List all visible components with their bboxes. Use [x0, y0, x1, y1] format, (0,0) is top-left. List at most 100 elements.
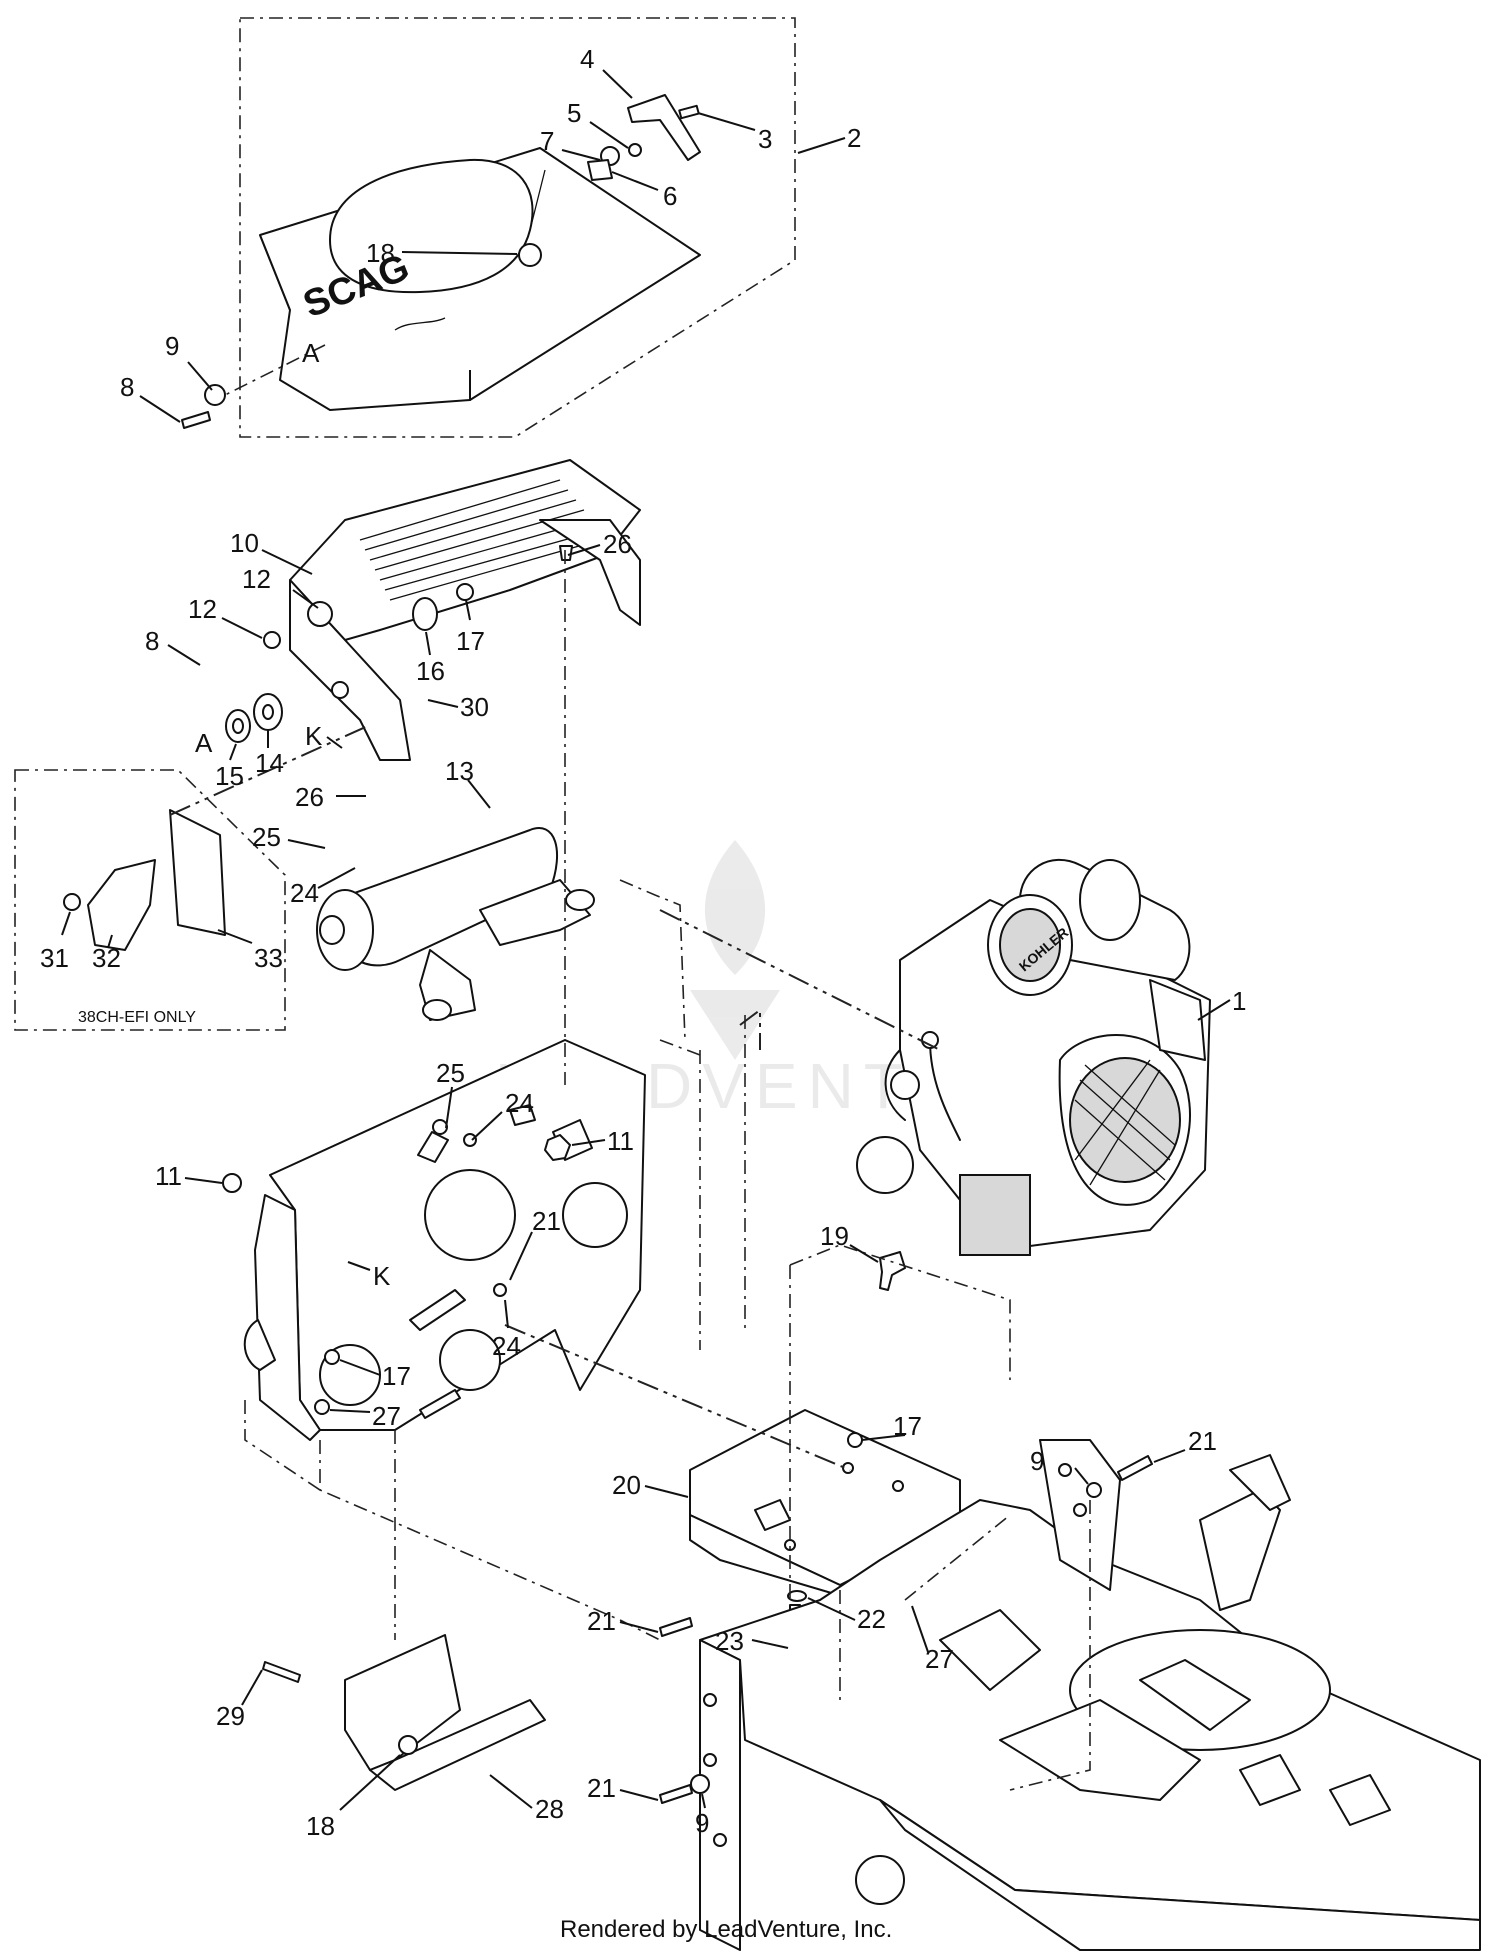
- engine-top-shroud: SCAG: [259, 147, 701, 411]
- svg-text:10: 10: [230, 528, 259, 558]
- callout-8-mid: 8: [145, 626, 201, 666]
- svg-text:K: K: [373, 1261, 391, 1291]
- svg-text:26: 26: [295, 782, 324, 812]
- callout-23: 23: [715, 1626, 789, 1656]
- callout-A-top: A: [302, 338, 320, 368]
- svg-text:9: 9: [1030, 1446, 1044, 1476]
- callout-17-top: 17: [456, 599, 485, 656]
- callout-20: 20: [612, 1470, 689, 1500]
- svg-text:8: 8: [120, 372, 134, 402]
- bolt-21-upper: [1117, 1455, 1153, 1481]
- grommet-parts: [225, 545, 573, 743]
- svg-text:17: 17: [893, 1411, 922, 1441]
- callout-3: 3: [697, 112, 772, 154]
- callout-29: 29: [216, 1669, 263, 1731]
- muffler: [316, 827, 595, 1021]
- efi-brackets: [63, 809, 226, 951]
- callout-9-top: 9: [165, 331, 213, 391]
- svg-text:2: 2: [847, 123, 861, 153]
- svg-text:30: 30: [460, 692, 489, 722]
- svg-text:4: 4: [580, 44, 594, 74]
- callout-11-left: 11: [155, 1161, 223, 1191]
- svg-text:24: 24: [290, 878, 319, 908]
- svg-text:9: 9: [695, 1808, 709, 1838]
- svg-text:23: 23: [715, 1626, 744, 1656]
- washer-9-lower: [690, 1774, 710, 1794]
- svg-text:17: 17: [382, 1361, 411, 1391]
- footer-credit: Rendered by LeadVenture, Inc.: [560, 1916, 892, 1943]
- callout-18-bottom: 18: [306, 1754, 401, 1841]
- callouts: 1 2 3 4 5 6 7 18 9 8 A 10 26 12 12 17 8 …: [40, 44, 1246, 1841]
- svg-text:19: 19: [820, 1221, 849, 1251]
- callout-24-lower: 24: [492, 1299, 521, 1361]
- callout-10: 10: [230, 528, 313, 575]
- callout-21-middle: 21: [587, 1606, 659, 1636]
- engine-mount-plate: [243, 1039, 646, 1441]
- svg-text:A: A: [195, 728, 213, 758]
- nut-11-left: [222, 1173, 242, 1193]
- callout-15: 15: [215, 743, 244, 791]
- svg-text:12: 12: [242, 564, 271, 594]
- callout-13: 13: [445, 756, 491, 809]
- svg-text:14: 14: [255, 748, 284, 778]
- svg-text:20: 20: [612, 1470, 641, 1500]
- svg-text:21: 21: [587, 1773, 616, 1803]
- callout-17-mid: 17: [339, 1359, 411, 1391]
- callout-26-top: 26: [567, 529, 632, 559]
- svg-text:13: 13: [445, 756, 474, 786]
- callout-28: 28: [489, 1774, 564, 1824]
- callout-K-mid: K: [305, 721, 343, 751]
- callout-22: 22: [807, 1597, 886, 1634]
- svg-text:26: 26: [603, 529, 632, 559]
- svg-text:17: 17: [456, 626, 485, 656]
- callout-9-right: 9: [1030, 1446, 1089, 1485]
- watermark-logo: [690, 840, 780, 1060]
- callout-1: 1: [1197, 986, 1246, 1021]
- svg-text:15: 15: [215, 761, 244, 791]
- callout-9-lower: 9: [695, 1793, 709, 1838]
- callout-33: 33: [217, 929, 283, 973]
- svg-text:21: 21: [1188, 1426, 1217, 1456]
- callout-K-lower: K: [347, 1261, 391, 1291]
- svg-text:16: 16: [416, 656, 445, 686]
- callout-7: 7: [540, 126, 601, 161]
- svg-text:27: 27: [925, 1644, 954, 1674]
- svg-text:22: 22: [857, 1604, 886, 1634]
- svg-text:24: 24: [492, 1331, 521, 1361]
- svg-text:12: 12: [188, 594, 217, 624]
- bolt-21-lower: [659, 1784, 693, 1804]
- bracket-28: [344, 1634, 546, 1791]
- washer-22: [787, 1590, 807, 1602]
- callout-27-right: 27: [911, 1605, 954, 1674]
- efi-inset-box: [14, 769, 286, 1031]
- callout-26-mid: 26: [295, 782, 366, 812]
- nut-11-right: [544, 1134, 571, 1161]
- callout-11-right: 11: [571, 1126, 634, 1156]
- svg-text:21: 21: [532, 1206, 561, 1236]
- alignment-lines: [169, 344, 1091, 1791]
- callout-14: 14: [255, 730, 284, 778]
- callout-18-top: 18: [366, 238, 518, 268]
- callout-A-mid: A: [195, 728, 213, 758]
- svg-text:A: A: [302, 338, 320, 368]
- callout-5: 5: [567, 98, 629, 149]
- svg-text:3: 3: [758, 124, 772, 154]
- callout-32: 32: [92, 934, 121, 973]
- inset-note: 38CH-EFI ONLY: [78, 1009, 196, 1026]
- svg-text:24: 24: [505, 1088, 534, 1118]
- svg-text:5: 5: [567, 98, 581, 128]
- callout-16: 16: [416, 631, 445, 686]
- callout-4: 4: [580, 44, 633, 99]
- svg-text:7: 7: [540, 126, 554, 156]
- callout-21-mid: 21: [509, 1206, 561, 1281]
- callout-25-top: 25: [252, 822, 326, 852]
- svg-text:11: 11: [155, 1161, 182, 1191]
- washer-9-upper: [1086, 1482, 1102, 1498]
- bolt-29: [262, 1661, 301, 1683]
- kit-boundary-2: [239, 17, 796, 438]
- svg-text:1: 1: [1232, 986, 1246, 1016]
- svg-text:21: 21: [587, 1606, 616, 1636]
- svg-text:9: 9: [165, 331, 179, 361]
- callout-12-upper: 12: [242, 564, 319, 609]
